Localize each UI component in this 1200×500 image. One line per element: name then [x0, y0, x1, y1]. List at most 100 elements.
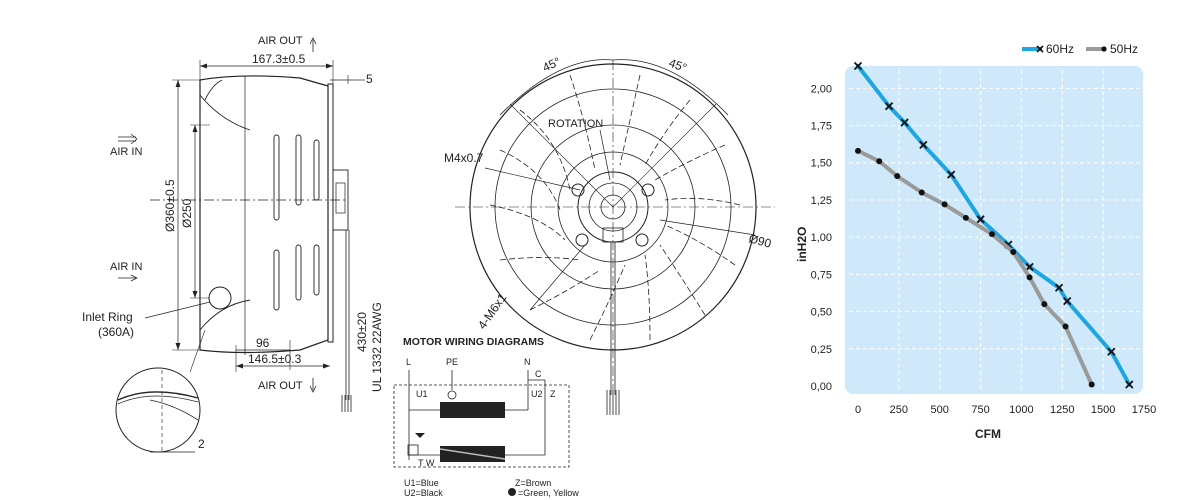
chart-axes: 0 250 500 750 1000 1250 1500 1750 0,00 0,25 0,50 0,…	[811, 83, 1157, 416]
impeller-body	[199, 75, 329, 354]
y-tick-label: 0,75	[811, 269, 832, 281]
capacitor-label: C	[535, 369, 542, 379]
data-point-50Hz	[941, 201, 948, 208]
flange	[327, 83, 334, 343]
data-point-60Hz	[976, 215, 985, 224]
front-view-drawing	[455, 59, 775, 415]
outer-diameter-dimension: Ø360±0.5	[163, 179, 177, 232]
legend-label-60Hz: 60Hz	[1046, 42, 1074, 56]
hub-diameter-label: Ø90	[747, 231, 773, 250]
data-point-60Hz	[1054, 283, 1064, 292]
data-point-50Hz	[894, 173, 901, 180]
x-tick-label: 0	[855, 404, 861, 416]
data-point-60Hz	[853, 61, 863, 71]
data-point-50Hz	[855, 147, 861, 154]
chart-legend: 60Hz 50Hz	[1022, 42, 1138, 56]
data-point-50Hz	[918, 189, 925, 196]
inner-diameter-dimension: Ø250	[180, 198, 194, 228]
data-point-60Hz	[900, 118, 909, 127]
data-point-60Hz	[919, 140, 928, 150]
data-point-50Hz	[1088, 381, 1095, 388]
data-point-60Hz	[1063, 297, 1072, 306]
angle-right: 45°	[667, 56, 689, 75]
wire-u1-label: U1	[416, 389, 428, 399]
detail-dimension: 2	[198, 437, 205, 451]
width-dimension: 167.3±0.5	[252, 52, 306, 66]
x-tick-label: 1750	[1132, 404, 1156, 416]
legend-u1: U1=Blue	[404, 478, 439, 488]
grid-lines	[849, 70, 1145, 390]
wire-l-label: L	[406, 357, 411, 367]
detail-view	[115, 367, 201, 453]
data-point-60Hz	[1025, 262, 1034, 272]
legend-marker-50Hz	[1101, 46, 1107, 52]
y-tick-label: 1,75	[811, 121, 832, 133]
x-tick-label: 250	[890, 404, 908, 416]
wiring-diagram	[393, 370, 570, 468]
thermal-label: T W	[418, 458, 435, 468]
series-line-50Hz	[856, 148, 1094, 387]
data-point-60Hz	[947, 170, 956, 179]
performance-chart: 0 250 500 750 1000 1250 1500 1750 0,00 0,25 0,50 0,…	[795, 42, 1156, 441]
mount-hole-2	[641, 183, 655, 197]
chart-series	[853, 61, 1134, 389]
x-tick-label: 500	[931, 404, 949, 416]
air-out-top-label: AIR OUT	[258, 35, 303, 47]
screw-m6-label: 4-M6x1	[475, 291, 510, 332]
outer-rim	[469, 63, 757, 351]
air-in-label-2: AIR IN	[110, 261, 142, 273]
legend-pe: =Green, Yellow	[518, 488, 579, 498]
y-tick-label: 1,50	[811, 158, 832, 170]
blades	[489, 74, 741, 341]
cable-spec: UL 1332 22AWG	[370, 302, 384, 392]
x-axis-label: CFM	[975, 427, 1001, 441]
screw-m4-label: M4x0.7	[444, 151, 484, 165]
y-tick-label: 0,25	[811, 344, 832, 356]
wire-n-label: N	[524, 357, 531, 367]
y-tick-label: 0,50	[811, 307, 832, 319]
legend-marker-60Hz	[1036, 45, 1044, 53]
y-tick-label: 1,00	[811, 232, 832, 244]
depth-dimension: 146.5±0.3	[248, 352, 302, 366]
mount-hole-1	[571, 183, 585, 197]
wire-pe-label: PE	[446, 357, 458, 367]
mount-hole-3	[575, 233, 589, 247]
blade-slots	[273, 134, 320, 311]
inlet-ring-model: (360A)	[98, 325, 134, 339]
x-tick-label: 1500	[1091, 404, 1115, 416]
data-point-50Hz	[989, 231, 996, 238]
mount-hole-4	[635, 233, 649, 247]
angle-left: 45°	[540, 54, 563, 74]
dimension-96: 96	[256, 336, 270, 350]
air-in-label-1: AIR IN	[110, 146, 142, 158]
data-point-50Hz	[876, 158, 883, 165]
y-axis-label: inH2O	[795, 227, 809, 262]
y-tick-label: 1,25	[811, 195, 832, 207]
x-tick-label: 1250	[1050, 404, 1074, 416]
inlet-ring-marker	[208, 286, 232, 310]
y-tick-label: 2,00	[811, 83, 832, 95]
wiring-title: MOTOR WIRING DIAGRAMS	[403, 336, 544, 348]
side-view-drawing	[115, 37, 365, 453]
flange-dimension: 5	[366, 72, 373, 86]
data-point-50Hz	[1062, 323, 1069, 330]
data-point-50Hz	[962, 214, 969, 221]
x-tick-label: 750	[971, 404, 989, 416]
y-tick-label: 0,00	[811, 381, 832, 393]
inlet-ring-label: Inlet Ring	[82, 310, 133, 324]
x-tick-label: 1000	[1009, 404, 1033, 416]
ground-icon	[508, 488, 516, 496]
legend-z: Z=Brown	[515, 478, 551, 488]
data-point-50Hz	[1010, 249, 1017, 256]
legend-u2: U2=Black	[404, 488, 443, 498]
wire-u2-label: U2	[531, 389, 543, 399]
rotation-label: ROTATION	[548, 118, 603, 130]
legend-label-50Hz: 50Hz	[1110, 42, 1138, 56]
data-point-50Hz	[1041, 301, 1048, 308]
data-point-60Hz	[1125, 380, 1134, 389]
air-out-bottom-label: AIR OUT	[258, 380, 303, 392]
data-point-60Hz	[884, 102, 894, 111]
wire-z-label: Z	[550, 389, 556, 399]
data-point-60Hz	[1107, 347, 1116, 356]
